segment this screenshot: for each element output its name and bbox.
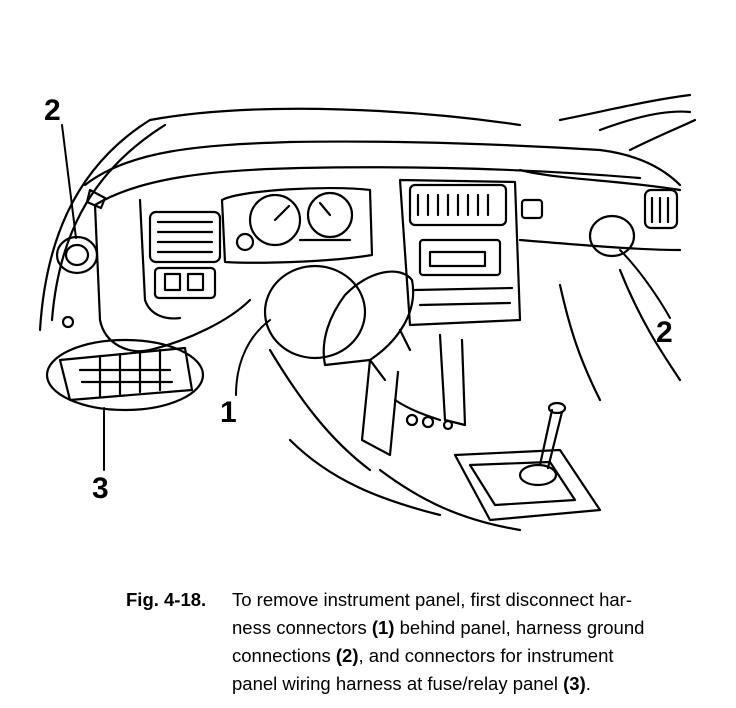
caption-line: connections (2), and connectors for inst… [232, 642, 702, 670]
instrument-cluster [220, 186, 374, 264]
caption-text-segment: . [585, 673, 591, 694]
callout-2-ground-right: 2 [656, 316, 673, 349]
steering-column-and-pedals [360, 333, 467, 457]
caption-line: ness connectors (1) behind panel, harnes… [232, 614, 702, 642]
center-stack [398, 178, 544, 327]
center-console-and-shifter [268, 348, 602, 532]
caption-reference-number: (1) [371, 617, 395, 638]
dashboard-top [83, 140, 682, 207]
callout-leader-lines [61, 124, 671, 471]
figure-number: Fig. 4-18. [126, 589, 207, 610]
caption-reference-number: (3) [563, 673, 586, 694]
caption-text-segment: behind panel, harness ground [394, 617, 645, 638]
dashboard-line-drawing [38, 93, 697, 532]
caption-text-segment: connections [232, 645, 336, 666]
callout-1-harness-connectors: 1 [220, 396, 237, 429]
caption-line: To remove instrument panel, first discon… [232, 586, 702, 614]
caption-reference-number: (2) [335, 645, 359, 666]
fuse-relay-panel [45, 338, 205, 412]
caption-text-segment: panel wiring harness at fuse/relay panel [232, 673, 564, 694]
caption-text: To remove instrument panel, first discon… [232, 586, 702, 698]
callout-3-fuse-relay-panel: 3 [92, 472, 109, 505]
caption-text-segment: ness connectors [232, 617, 372, 638]
caption-text-segment: , and connectors for instrument [358, 645, 614, 666]
dashboard-right-section [518, 188, 682, 402]
steering-wheel [263, 264, 415, 382]
dashboard-left-section [55, 188, 252, 353]
callout-2-ground-left: 2 [44, 94, 61, 127]
caption-line: panel wiring harness at fuse/relay panel… [232, 670, 702, 698]
windshield-frame [38, 93, 697, 332]
caption-text-segment: To remove instrument panel, first discon… [232, 589, 632, 610]
